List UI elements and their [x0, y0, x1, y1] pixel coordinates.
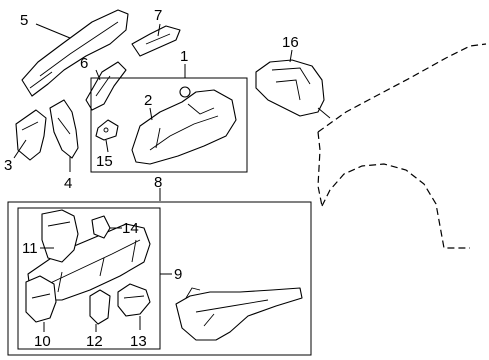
part-13-gusset [117, 283, 151, 317]
part-2-wheelhouse-assembly [131, 86, 237, 165]
leader-7 [157, 23, 161, 37]
group-box-8 [7, 201, 312, 356]
callout-5: 5 [20, 12, 28, 29]
part-14-bracket [91, 215, 111, 239]
callout-13: 13 [130, 333, 147, 350]
callout-9: 9 [174, 266, 182, 283]
callout-10: 10 [34, 333, 51, 350]
part-15-fastener [95, 119, 119, 141]
leader-3 [13, 139, 27, 159]
part-3-bracket [15, 109, 47, 161]
callout-8: 8 [154, 174, 162, 191]
rear-rail-part [175, 287, 303, 341]
callout-4: 4 [64, 175, 72, 192]
part-6-bracket [85, 61, 127, 111]
callout-12: 12 [86, 333, 103, 350]
group-box-1 [90, 77, 248, 173]
callout-14: 14 [122, 220, 139, 237]
part-7-bracket [131, 25, 181, 57]
part-16-liner [255, 59, 331, 119]
group-box-9 [17, 207, 161, 350]
callout-6: 6 [80, 55, 88, 72]
callout-2: 2 [144, 92, 152, 109]
part-11-bracket [41, 209, 79, 263]
leader-5 [35, 23, 71, 39]
callout-11: 11 [22, 240, 38, 257]
leader-15 [105, 139, 109, 153]
part-5-upper-rail [21, 9, 129, 97]
callout-16: 16 [282, 34, 299, 51]
part-12-gusset [89, 289, 111, 325]
part-10-bracket [25, 275, 57, 323]
leader-2 [149, 107, 153, 121]
part-4-panel [49, 99, 79, 159]
callout-1: 1 [180, 48, 188, 65]
callout-15: 15 [96, 153, 113, 170]
callout-7: 7 [154, 7, 162, 24]
leader-16 [289, 49, 293, 63]
callout-3: 3 [4, 157, 12, 174]
fender-outline [317, 43, 487, 249]
